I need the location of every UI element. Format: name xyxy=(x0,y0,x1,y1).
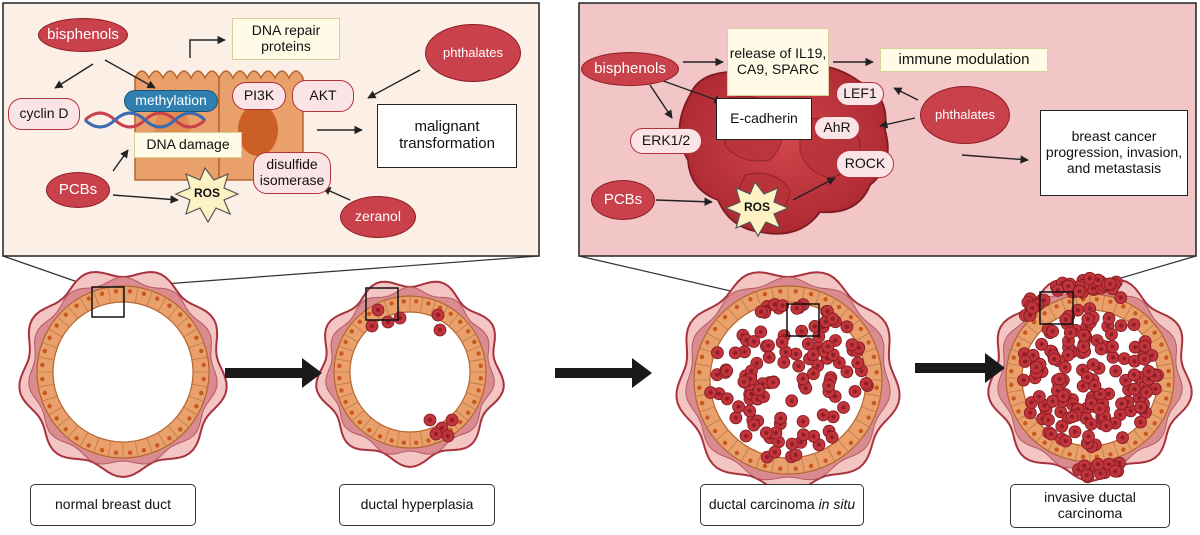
right-arrows xyxy=(649,57,1029,206)
stage-label-dcis-text: ductal carcinoma in situ xyxy=(708,496,856,513)
zoom-box xyxy=(786,303,820,337)
dcis-text-italic: in situ xyxy=(818,496,856,513)
malignant-transformation-box: malignant transformation xyxy=(377,104,517,168)
ros-left-label: ROS xyxy=(193,186,220,201)
stage-label-invasive: invasive ductal carcinoma xyxy=(1010,484,1170,528)
dna-damage-box: DNA damage xyxy=(134,132,242,158)
stage-label-dcis: ductal carcinoma in situ xyxy=(700,484,864,526)
phthalates-right: phthalates xyxy=(920,86,1010,144)
duct-normal xyxy=(18,270,228,479)
methylation-pill: methylation xyxy=(124,90,218,112)
pcbs-right: PCBs xyxy=(591,180,655,220)
cyclin-d-pill: cyclin D xyxy=(8,98,80,130)
akt-pill: AKT xyxy=(292,80,354,112)
stage-label-normal: normal breast duct xyxy=(30,484,196,526)
phthalates-left: phthalates xyxy=(425,24,521,82)
e-cadherin-box: E-cadherin xyxy=(716,98,812,140)
zeranol: zeranol xyxy=(340,196,416,238)
zoom-box xyxy=(1039,291,1074,325)
ahr-pill: AhR xyxy=(814,116,860,140)
duct-dcis xyxy=(675,271,901,495)
left-arrows xyxy=(54,35,421,204)
disulfide-isomerase-pill: disulfide isomerase xyxy=(253,152,331,194)
dna-repair-box: DNA repair proteins xyxy=(232,18,340,60)
pcbs-left: PCBs xyxy=(46,172,110,208)
outcome-box: breast cancer progression, invasion, and… xyxy=(1040,110,1188,196)
ros-burst-right xyxy=(724,180,790,238)
bisphenols-left: bisphenols xyxy=(38,18,128,52)
immune-modulation-box: immune modulation xyxy=(880,48,1048,72)
duct-hyperplasia xyxy=(315,280,505,469)
duct-cross-sections xyxy=(18,270,1193,495)
stage-label-invasive-text: invasive ductal carcinoma xyxy=(1044,489,1136,521)
pi3k-pill: PI3K xyxy=(232,82,286,110)
duct-invasive xyxy=(987,271,1193,484)
stage-label-hyperplasia-text: ductal hyperplasia xyxy=(360,496,474,513)
ros-burst-left xyxy=(174,166,240,224)
rock-pill: ROCK xyxy=(836,150,894,178)
zoom-box xyxy=(91,286,125,318)
lef1-pill: LEF1 xyxy=(836,82,884,106)
stage-label-hyperplasia: ductal hyperplasia xyxy=(339,484,495,526)
zoom-box xyxy=(365,287,399,321)
stage-arrows xyxy=(225,353,1005,388)
bisphenols-right: bisphenols xyxy=(581,52,679,86)
release-il19-box: release of IL19, CA9, SPARC xyxy=(727,28,829,96)
erk-pill: ERK1/2 xyxy=(630,128,702,154)
ros-right-label: ROS xyxy=(743,200,770,215)
dcis-text-plain: ductal carcinoma xyxy=(708,496,819,513)
stage-label-normal-text: normal breast duct xyxy=(55,496,171,513)
